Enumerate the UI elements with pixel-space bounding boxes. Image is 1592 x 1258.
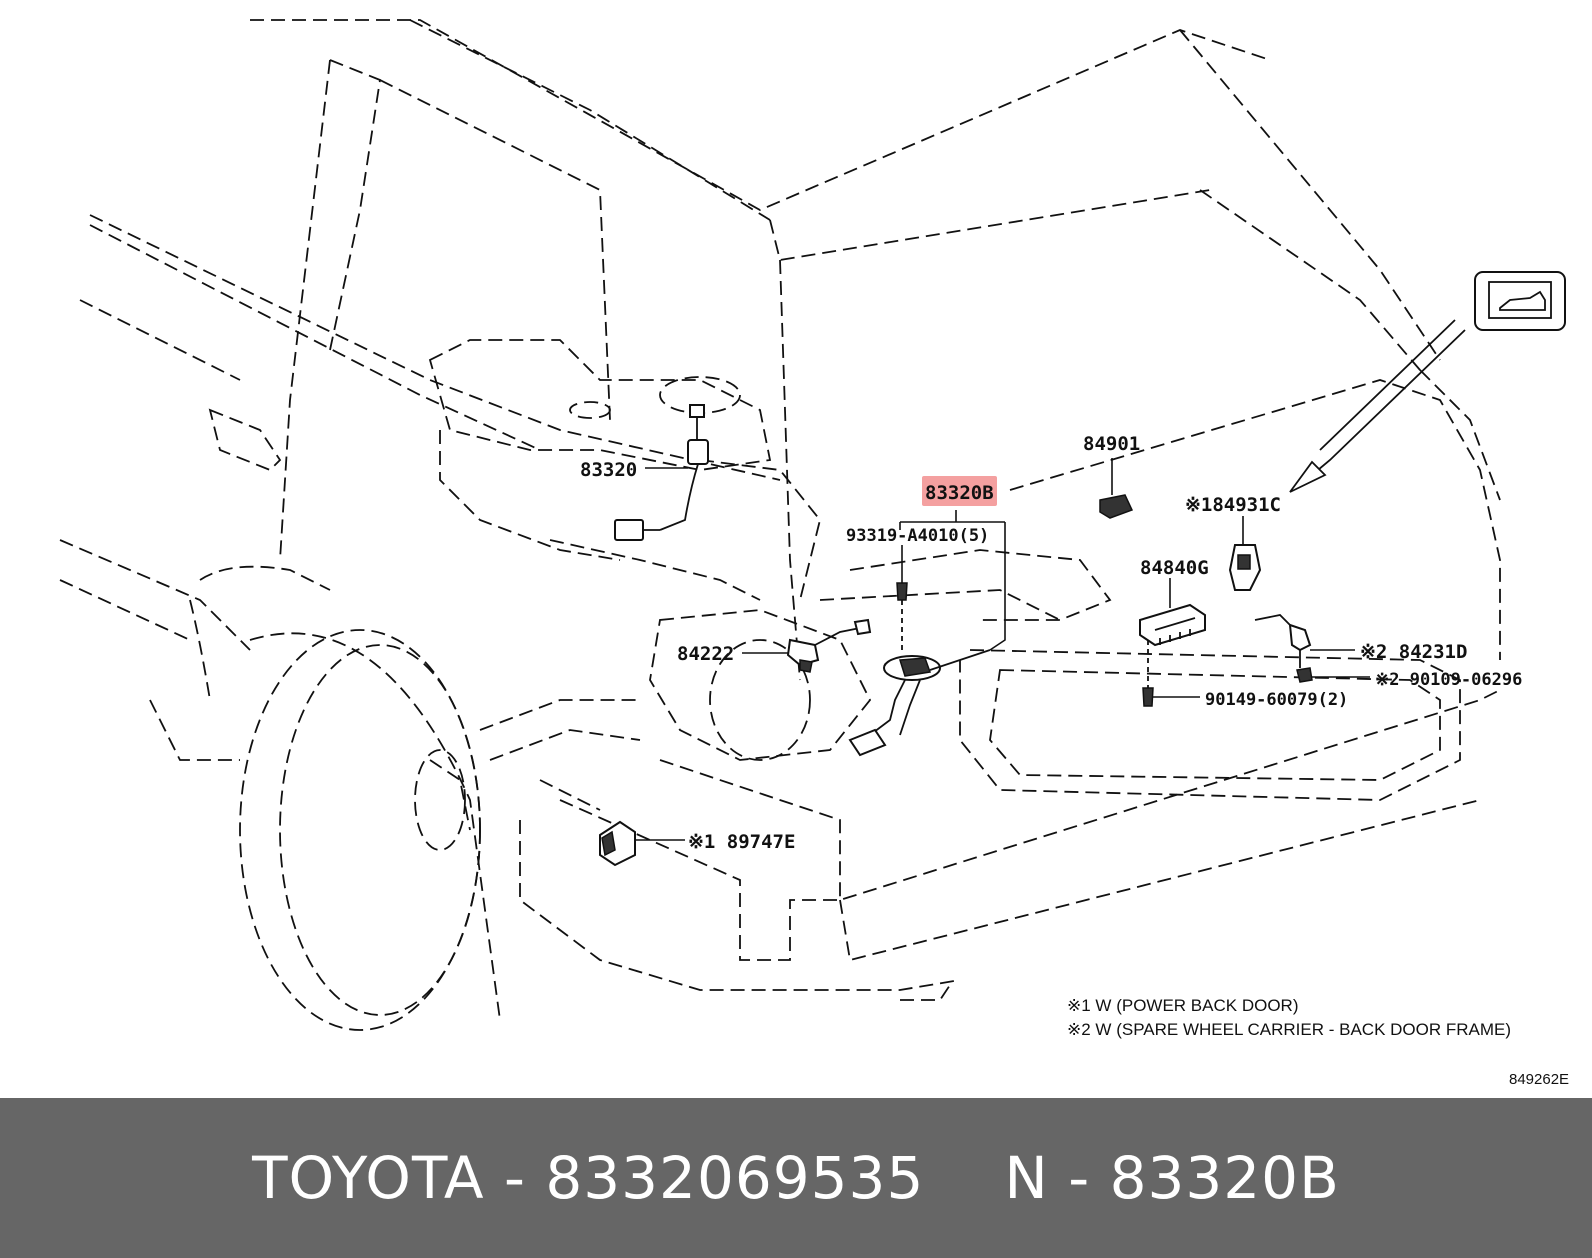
part-84222-sensor[interactable] [786,618,872,673]
part-84231D-switch[interactable] [1254,614,1313,683]
label-84840G[interactable]: 84840G [1140,557,1209,579]
label-84901[interactable]: 84901 [1083,433,1140,455]
differential-axle [429,459,1112,831]
part-84901-switch[interactable] [1099,494,1134,519]
highlight-83320B [922,476,997,506]
label-90149-60079[interactable]: 90149-60079(2) [1205,690,1348,710]
part-83320-sender[interactable] [614,404,709,541]
label-84222[interactable]: 84222 [677,643,734,665]
part-84840G-switch[interactable] [1139,603,1206,647]
part-93319-screw[interactable] [896,582,908,650]
note-1: ※1 W (POWER BACK DOOR) [1067,996,1298,1015]
leader-lines [635,458,1370,841]
view-direction-arrow [1289,319,1466,493]
label-84231D[interactable]: ※2 84231D [1360,641,1467,663]
rear-wheel [239,629,501,1031]
label-83320B[interactable]: 83320B [925,482,994,504]
footer-diagram-ref: N - 83320B [1004,1144,1340,1212]
parts-diagram: 83320 83320B 93319-A4010(5) 84901 ※18493… [59,19,1570,1088]
part-90149-screw[interactable] [1142,640,1154,707]
footer-part-number: TOYOTA - 8332069535 [252,1144,925,1212]
label-89747E[interactable]: ※1 89747E [688,831,795,853]
label-83320[interactable]: 83320 [580,459,637,481]
label-90109-06296[interactable]: ※2 90109-06296 [1375,670,1522,690]
note-2: ※2 W (SPARE WHEEL CARRIER - BACK DOOR FR… [1067,1020,1511,1039]
fuel-tank [428,339,772,561]
vehicle-body-outline [59,19,1501,1001]
vehicle-view-icon [1474,271,1566,331]
part-number-footer: TOYOTA - 8332069535 N - 83320B [0,1098,1592,1258]
part-84931C-switch[interactable] [1228,544,1262,591]
label-84931C[interactable]: ※184931C [1185,494,1281,516]
vehicle-rear-illustration: 83320 83320B 93319-A4010(5) 84901 ※18493… [59,19,1569,1088]
part-83320B-sender[interactable] [848,649,991,757]
label-93319-A4010[interactable]: 93319-A4010(5) [846,526,989,546]
diagram-code: 849262E [1509,1071,1569,1088]
part-labels: 83320 83320B 93319-A4010(5) 84901 ※18493… [580,433,1522,853]
part-89747E-module[interactable] [599,820,636,867]
